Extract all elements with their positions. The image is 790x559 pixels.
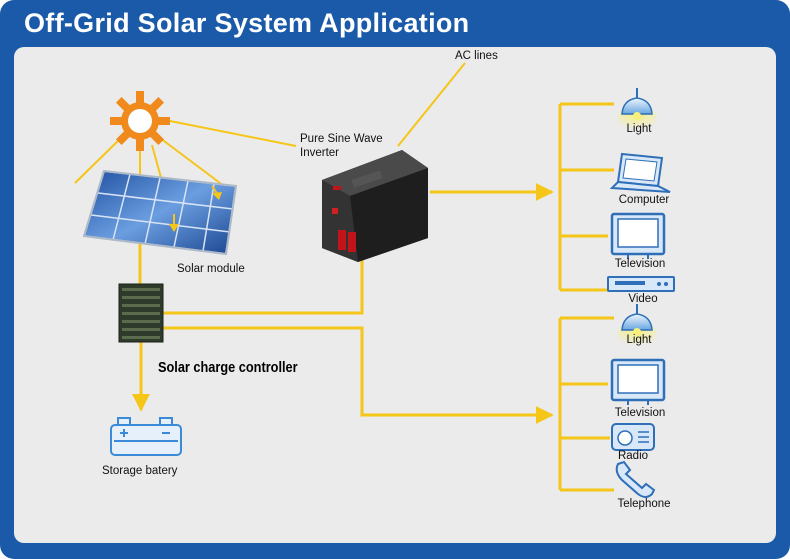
solar-module-label: Solar module bbox=[177, 263, 245, 275]
dc-load-label-light: Light bbox=[626, 334, 652, 346]
inverter-label-line1: Pure Sine Wave bbox=[300, 133, 383, 145]
solar-module-icon bbox=[82, 169, 238, 256]
ac-television-icon bbox=[610, 212, 666, 259]
storage-battery-icon bbox=[110, 417, 182, 456]
video-icon bbox=[607, 276, 675, 292]
storage-battery-label: Storage batery bbox=[102, 465, 178, 477]
ac-lines-pointer bbox=[397, 62, 466, 147]
sun-icon bbox=[110, 91, 170, 151]
charge-controller-label: Solar charge controller bbox=[158, 359, 298, 376]
dc-load-label-radio: Radio bbox=[617, 450, 649, 462]
dc-load-label-telephone: Telephone bbox=[617, 498, 671, 510]
radio-icon bbox=[611, 423, 655, 451]
diagram-title: Off-Grid Solar System Application bbox=[24, 8, 470, 38]
inverter-icon bbox=[322, 150, 428, 262]
ac-load-label-computer: Computer bbox=[618, 194, 670, 206]
ac-light-icon bbox=[617, 88, 657, 130]
dc-load-label-television: Television bbox=[614, 407, 666, 419]
dc-television-icon bbox=[610, 358, 666, 405]
ac-load-label-television: Television bbox=[614, 258, 666, 270]
ac-load-label-light: Light bbox=[626, 123, 652, 135]
controller-to-dc-loads-wire bbox=[162, 326, 554, 424]
dc-light-icon bbox=[617, 304, 657, 346]
telephone-icon bbox=[615, 460, 656, 498]
computer-icon bbox=[609, 152, 671, 193]
charge-controller-icon bbox=[118, 283, 164, 343]
controller-to-inverter-wire bbox=[162, 260, 364, 315]
ac-lines-label: AC lines bbox=[455, 50, 498, 62]
ac-load-label-video: Video bbox=[628, 293, 658, 305]
dc-bus bbox=[558, 316, 614, 492]
inverter-label-line2: Inverter bbox=[300, 147, 339, 159]
ac-bus bbox=[558, 102, 614, 292]
